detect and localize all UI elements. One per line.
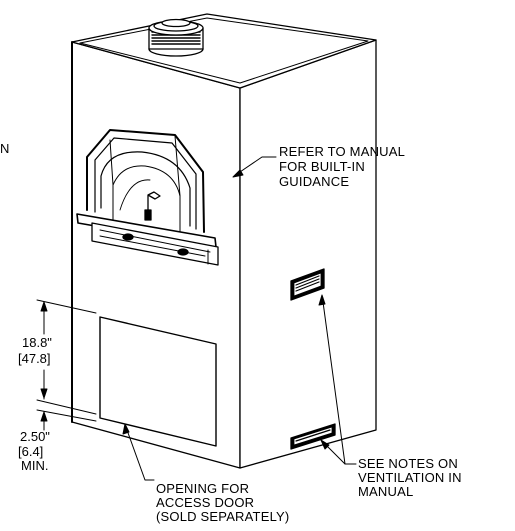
- manual-note: REFER TO MANUAL FOR BUILT-IN GUIDANCE: [279, 145, 405, 188]
- manual-note-line-1: REFER TO MANUAL: [279, 144, 406, 159]
- access-note-line-2: ACCESS DOOR: [156, 495, 255, 510]
- vent-note-line-3: MANUAL: [358, 484, 414, 499]
- dimension-lines: [36, 299, 97, 431]
- cropped-label-fragment: N: [0, 141, 10, 156]
- base-clearance-cm: [6.4]: [18, 444, 44, 459]
- access-door-note: OPENING FOR ACCESS DOOR (SOLD SEPARATELY…: [156, 482, 289, 523]
- opening-height-cm: [47.8]: [18, 351, 51, 366]
- base-clearance-min: MIN.: [21, 458, 49, 473]
- vent-note-line-1: SEE NOTES ON: [358, 456, 458, 471]
- enclosure-side-face: [239, 39, 377, 469]
- opening-height-inches: 18.8": [22, 335, 52, 350]
- access-note-line-1: OPENING FOR: [156, 481, 250, 496]
- leader-lines: [122, 156, 357, 481]
- vent-note-line-2: VENTILATION IN: [358, 470, 462, 485]
- upper-vent: [290, 268, 325, 301]
- vent-note: SEE NOTES ON VENTILATION IN MANUAL: [358, 457, 462, 498]
- access-door-opening: [99, 316, 217, 447]
- chimney-cap: [148, 18, 204, 57]
- manual-note-line-2: FOR BUILT-IN: [279, 159, 365, 174]
- top-inner-rim: [79, 17, 369, 84]
- base-clearance-inches: 2.50": [20, 429, 50, 444]
- manual-note-line-3: GUIDANCE: [279, 174, 350, 189]
- lower-vent: [290, 423, 336, 450]
- oven-front: [76, 129, 219, 266]
- access-note-line-3: (SOLD SEPARATELY): [156, 509, 290, 524]
